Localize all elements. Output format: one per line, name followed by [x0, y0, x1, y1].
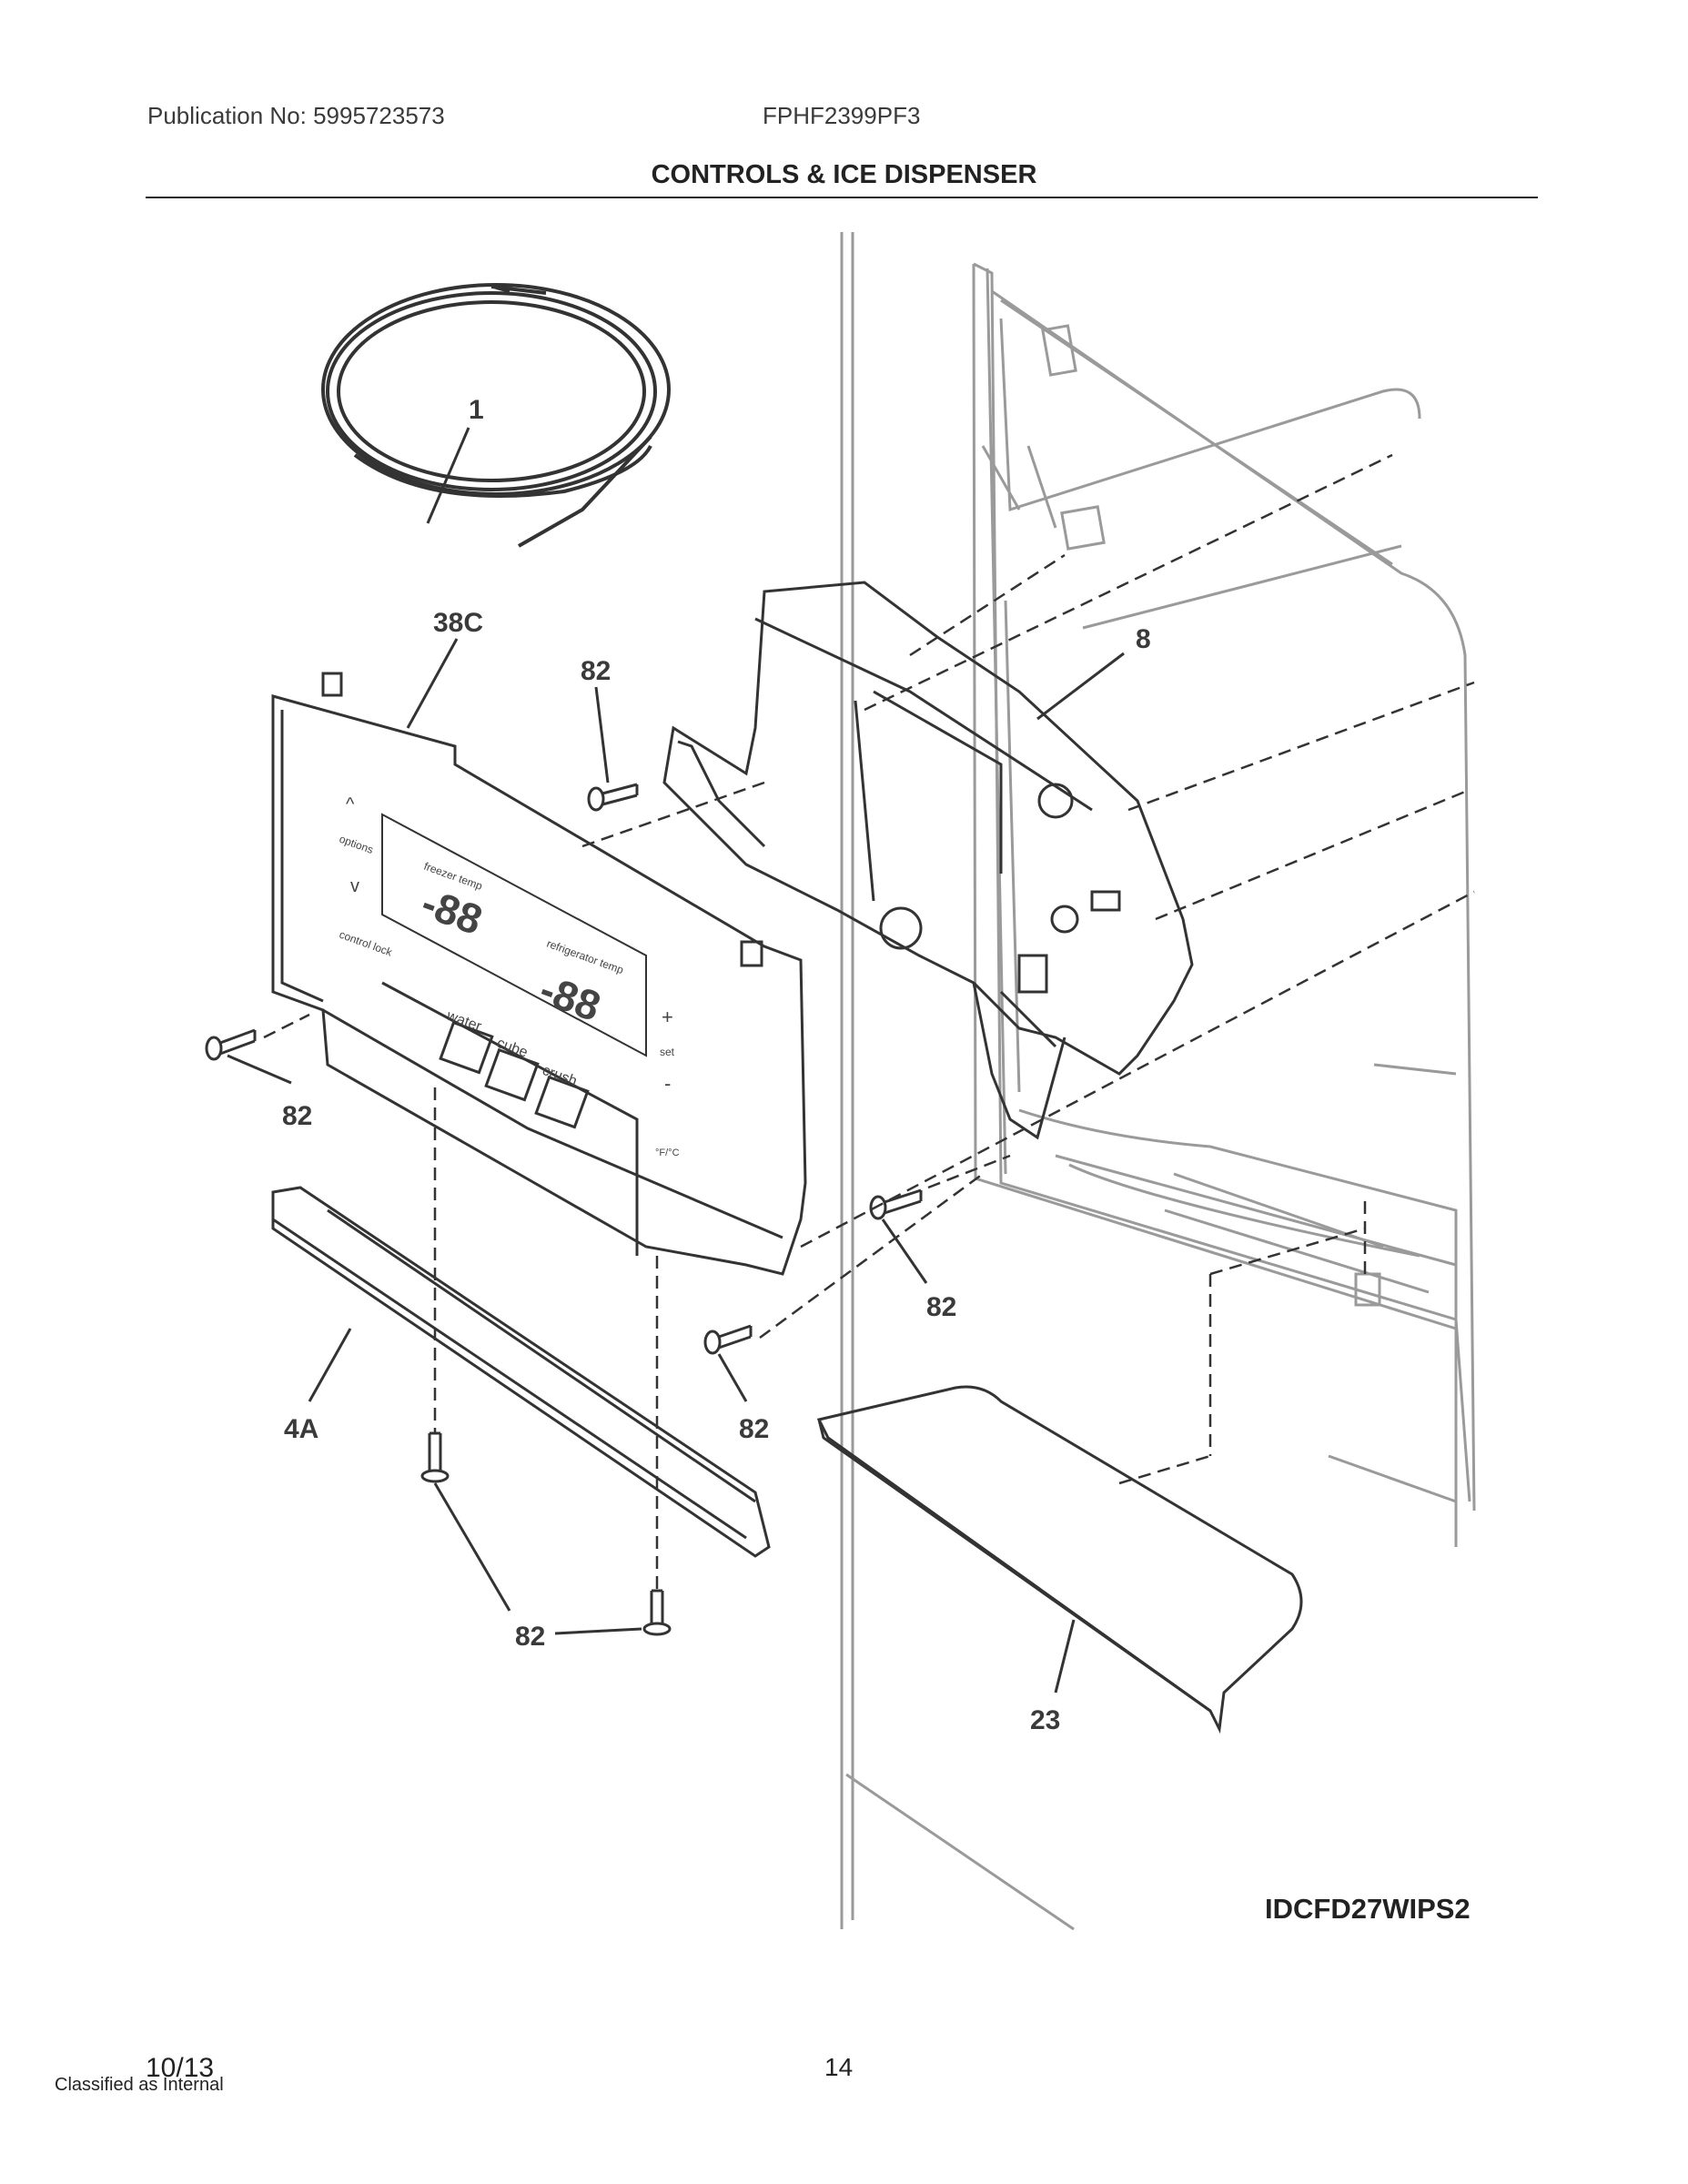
diagram-reference: IDCFD27WIPS2 — [1265, 1893, 1471, 1925]
callout-23: 23 — [1030, 1705, 1060, 1735]
water-tubing-coil — [321, 283, 671, 548]
assembly-lines — [263, 453, 1475, 1591]
model-number: FPHF2399PF3 — [763, 102, 921, 129]
dispenser-housing — [662, 581, 1194, 1140]
control-panel-housing — [271, 672, 807, 1276]
page-number: 14 — [824, 2053, 854, 2081]
classification-label: Classified as Internal — [55, 2075, 224, 2095]
cube-label: cube — [495, 1036, 531, 1061]
screw-bottom-right — [642, 1589, 672, 1636]
publication-number: Publication No: 5995723573 — [147, 102, 445, 129]
dispenser-trim — [271, 1186, 771, 1558]
up-arrow-label: ^ — [346, 794, 355, 814]
publication-date: 10/13 — [146, 2053, 215, 2083]
plus-label: + — [662, 1006, 673, 1028]
control-panel-labels: ^ options v control lock freezer temp -8… — [338, 794, 680, 1158]
leader-lines — [227, 427, 1125, 1694]
refrigerator-digits: -88 — [534, 966, 607, 1031]
screw-bottom-left — [420, 1431, 450, 1483]
callout-8: 8 — [1136, 624, 1151, 654]
screw-top — [587, 783, 639, 812]
screw-right-upper — [869, 1188, 923, 1220]
drip-tray — [816, 1385, 1303, 1734]
set-label: set — [660, 1046, 675, 1058]
minus-label: - — [664, 1072, 671, 1095]
callout-38c: 38C — [433, 608, 483, 638]
callout-4a: 4A — [284, 1414, 318, 1444]
options-label: options — [338, 833, 375, 856]
section-title: CONTROLS & ICE DISPENSER — [651, 160, 1037, 189]
down-arrow-label: v — [350, 876, 359, 896]
refrigerator-door-outline — [840, 232, 1476, 1931]
callout-labels: 1 38C 8 82 82 82 82 82 4A 23 — [282, 395, 1151, 1735]
control-lock-label: control lock — [338, 928, 395, 959]
callout-82-top: 82 — [581, 656, 611, 686]
screw-right-lower — [703, 1324, 753, 1355]
callout-82-right-upper: 82 — [926, 1292, 956, 1322]
units-label: °F/°C — [655, 1148, 680, 1158]
callout-82-right-lower: 82 — [739, 1414, 769, 1444]
callout-1: 1 — [469, 395, 484, 425]
screw-left — [205, 1028, 257, 1061]
callout-82-left: 82 — [282, 1101, 312, 1131]
header-rule — [146, 197, 1538, 198]
callout-82-bottom: 82 — [515, 1622, 545, 1652]
